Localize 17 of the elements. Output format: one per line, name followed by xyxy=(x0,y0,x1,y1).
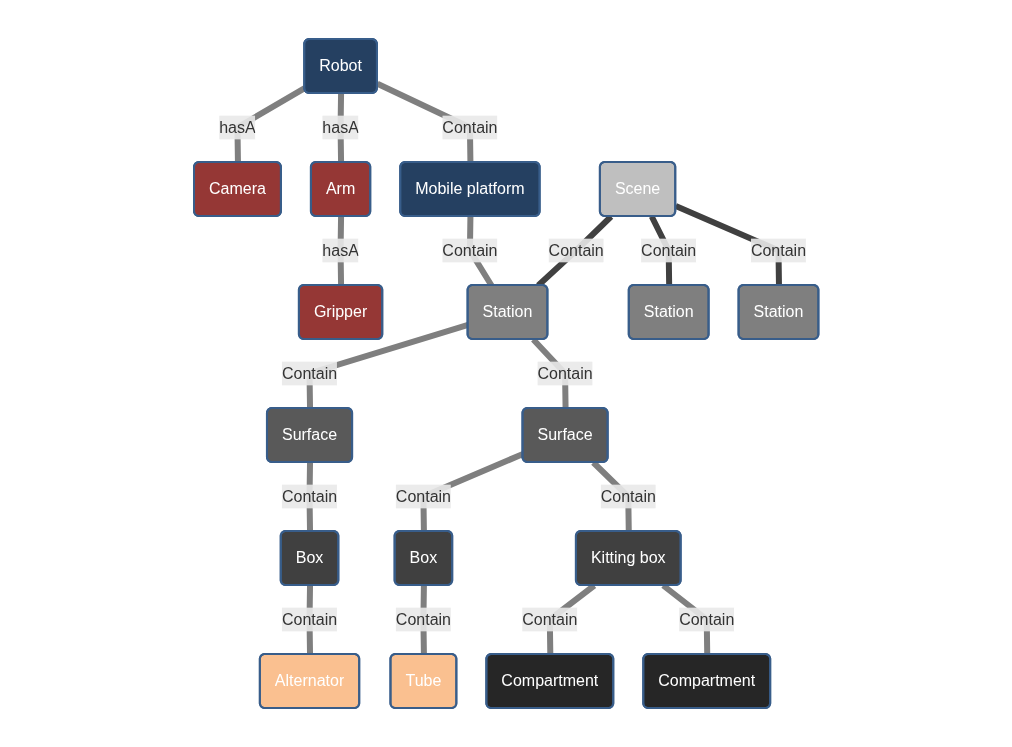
edge-label: Contain xyxy=(281,487,337,505)
edge-label: Contain xyxy=(281,610,337,628)
edge-label: Contain xyxy=(395,487,451,505)
edge-label: Contain xyxy=(537,364,593,382)
edge-label: hasA xyxy=(322,118,359,136)
edge-label: Contain xyxy=(750,241,806,259)
edge-label: Contain xyxy=(442,241,498,259)
edge-label: Contain xyxy=(678,610,735,628)
edge-label: Contain xyxy=(600,487,656,505)
edge-label: Contain xyxy=(522,610,578,628)
edge-label: Contain xyxy=(395,610,451,628)
edge-label: hasA xyxy=(322,241,359,259)
edge-label: hasA xyxy=(219,118,256,136)
edge-label: Contain xyxy=(442,118,498,136)
edge-label: Contain xyxy=(281,364,337,382)
edge-label: Contain xyxy=(640,241,697,259)
edge-label: Contain xyxy=(548,241,604,259)
